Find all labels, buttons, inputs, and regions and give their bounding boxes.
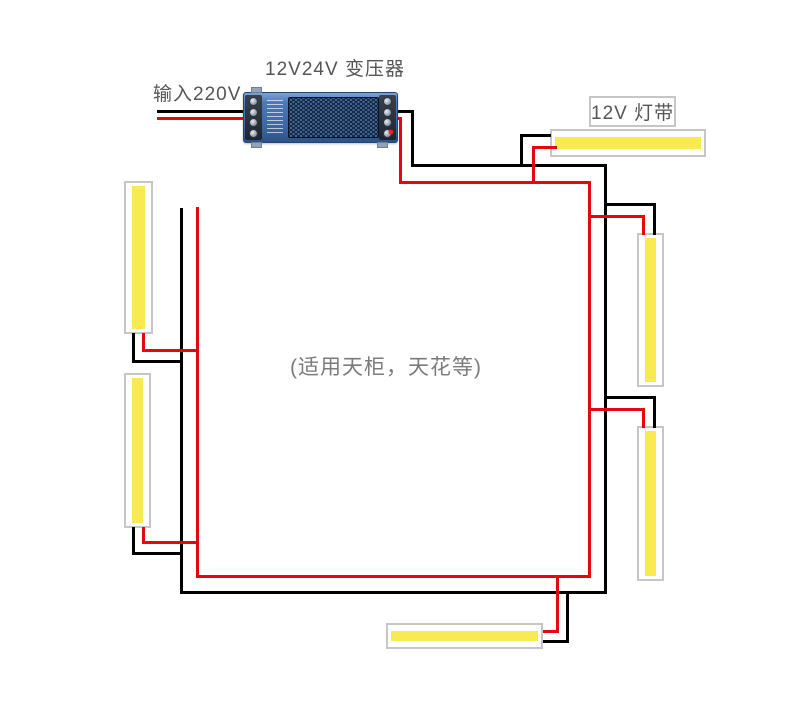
wire-black-branch-right-upper	[653, 203, 656, 235]
wire-red-branch-left-lower	[142, 541, 199, 544]
spec-text-lines	[267, 100, 283, 135]
wire-black-bus-bottom	[180, 591, 607, 594]
led-strip-light-bar	[132, 186, 145, 329]
terminal-screw-icon	[249, 96, 258, 106]
wire-black-output	[390, 110, 414, 113]
terminal-screw-icon	[249, 129, 258, 139]
wire-red-branch-left-lower	[142, 527, 145, 544]
led-strip-label: 12V 灯带	[589, 96, 677, 127]
wire-black-branch-top-strip	[520, 134, 523, 167]
input-220v-label: 输入220V	[153, 84, 242, 105]
wire-red-bus-right	[588, 181, 591, 578]
mounting-tab	[251, 87, 262, 93]
led-strip-top	[550, 129, 706, 157]
wire-black-input	[157, 110, 248, 113]
wire-black-branch-top-strip	[520, 134, 551, 137]
wire-black-bus-right	[604, 164, 607, 594]
led-strip-light-bar	[555, 137, 701, 149]
wire-red-branch-left-upper	[142, 333, 145, 352]
terminal-screw-icon	[383, 107, 392, 117]
wire-black-branch-right-lower	[604, 396, 656, 399]
led-strip-light-bar	[645, 238, 656, 382]
wire-red-branch-bottom-strip	[543, 630, 559, 633]
wire-red-branch-right-lower	[642, 408, 645, 428]
wire-red-branch-right-upper	[588, 215, 645, 218]
wire-red-bus-bottom	[196, 575, 591, 578]
wire-red-bus-left	[196, 207, 199, 578]
transformer-terminal-right	[379, 95, 396, 140]
led-strip-left-lower	[124, 373, 151, 528]
wire-red-branch-right-lower	[588, 408, 645, 411]
wire-black-branch-left-lower	[132, 527, 135, 555]
wire-red-branch-top-strip	[532, 146, 557, 149]
led-strip-right-upper	[637, 233, 664, 387]
wire-red-branch-right-upper	[642, 215, 645, 235]
led-strip-light-bar	[645, 431, 656, 576]
mounting-tab	[251, 142, 262, 148]
wire-red-branch-top-strip	[532, 146, 535, 184]
wire-red-branch-left-upper	[142, 349, 199, 352]
wire-black-branch-bottom-strip	[543, 640, 569, 643]
wire-black-output-drop	[411, 110, 414, 167]
wire-red-output-drop	[399, 117, 402, 184]
wire-black-branch-left-upper	[132, 333, 135, 363]
wire-black-bus-top	[411, 164, 607, 167]
wire-red-input	[157, 117, 248, 120]
wire-black-bus-left	[180, 208, 183, 594]
wire-black-branch-left-upper	[132, 360, 183, 363]
led-strip-light-bar	[132, 378, 143, 523]
terminal-screw-icon	[383, 118, 392, 128]
transformer-vent-mesh	[288, 97, 379, 138]
wire-red-bus-top	[399, 181, 591, 184]
mounting-tab	[377, 142, 388, 148]
transformer-label: 12V24V 变压器	[265, 59, 405, 80]
led-strip-light-bar	[391, 631, 538, 641]
wire-black-branch-bottom-strip	[566, 591, 569, 643]
led-strip-left-upper	[124, 181, 153, 334]
terminal-screw-icon	[383, 96, 392, 106]
power-led-indicator	[389, 130, 393, 134]
transformer-terminal-left	[245, 95, 262, 140]
wire-black-branch-right-upper	[604, 203, 656, 206]
transformer-label-panel	[262, 96, 288, 139]
terminal-screw-icon	[249, 107, 258, 117]
wire-red-branch-bottom-strip	[556, 575, 559, 633]
led-strip-bottom	[386, 623, 543, 649]
wire-black-branch-right-lower	[653, 396, 656, 428]
usage-note-label: (适用天柜，天花等)	[290, 356, 482, 379]
wire-black-branch-left-lower	[132, 552, 183, 555]
transformer	[243, 87, 398, 148]
terminal-screw-icon	[249, 118, 258, 128]
led-strip-right-lower	[637, 426, 664, 581]
